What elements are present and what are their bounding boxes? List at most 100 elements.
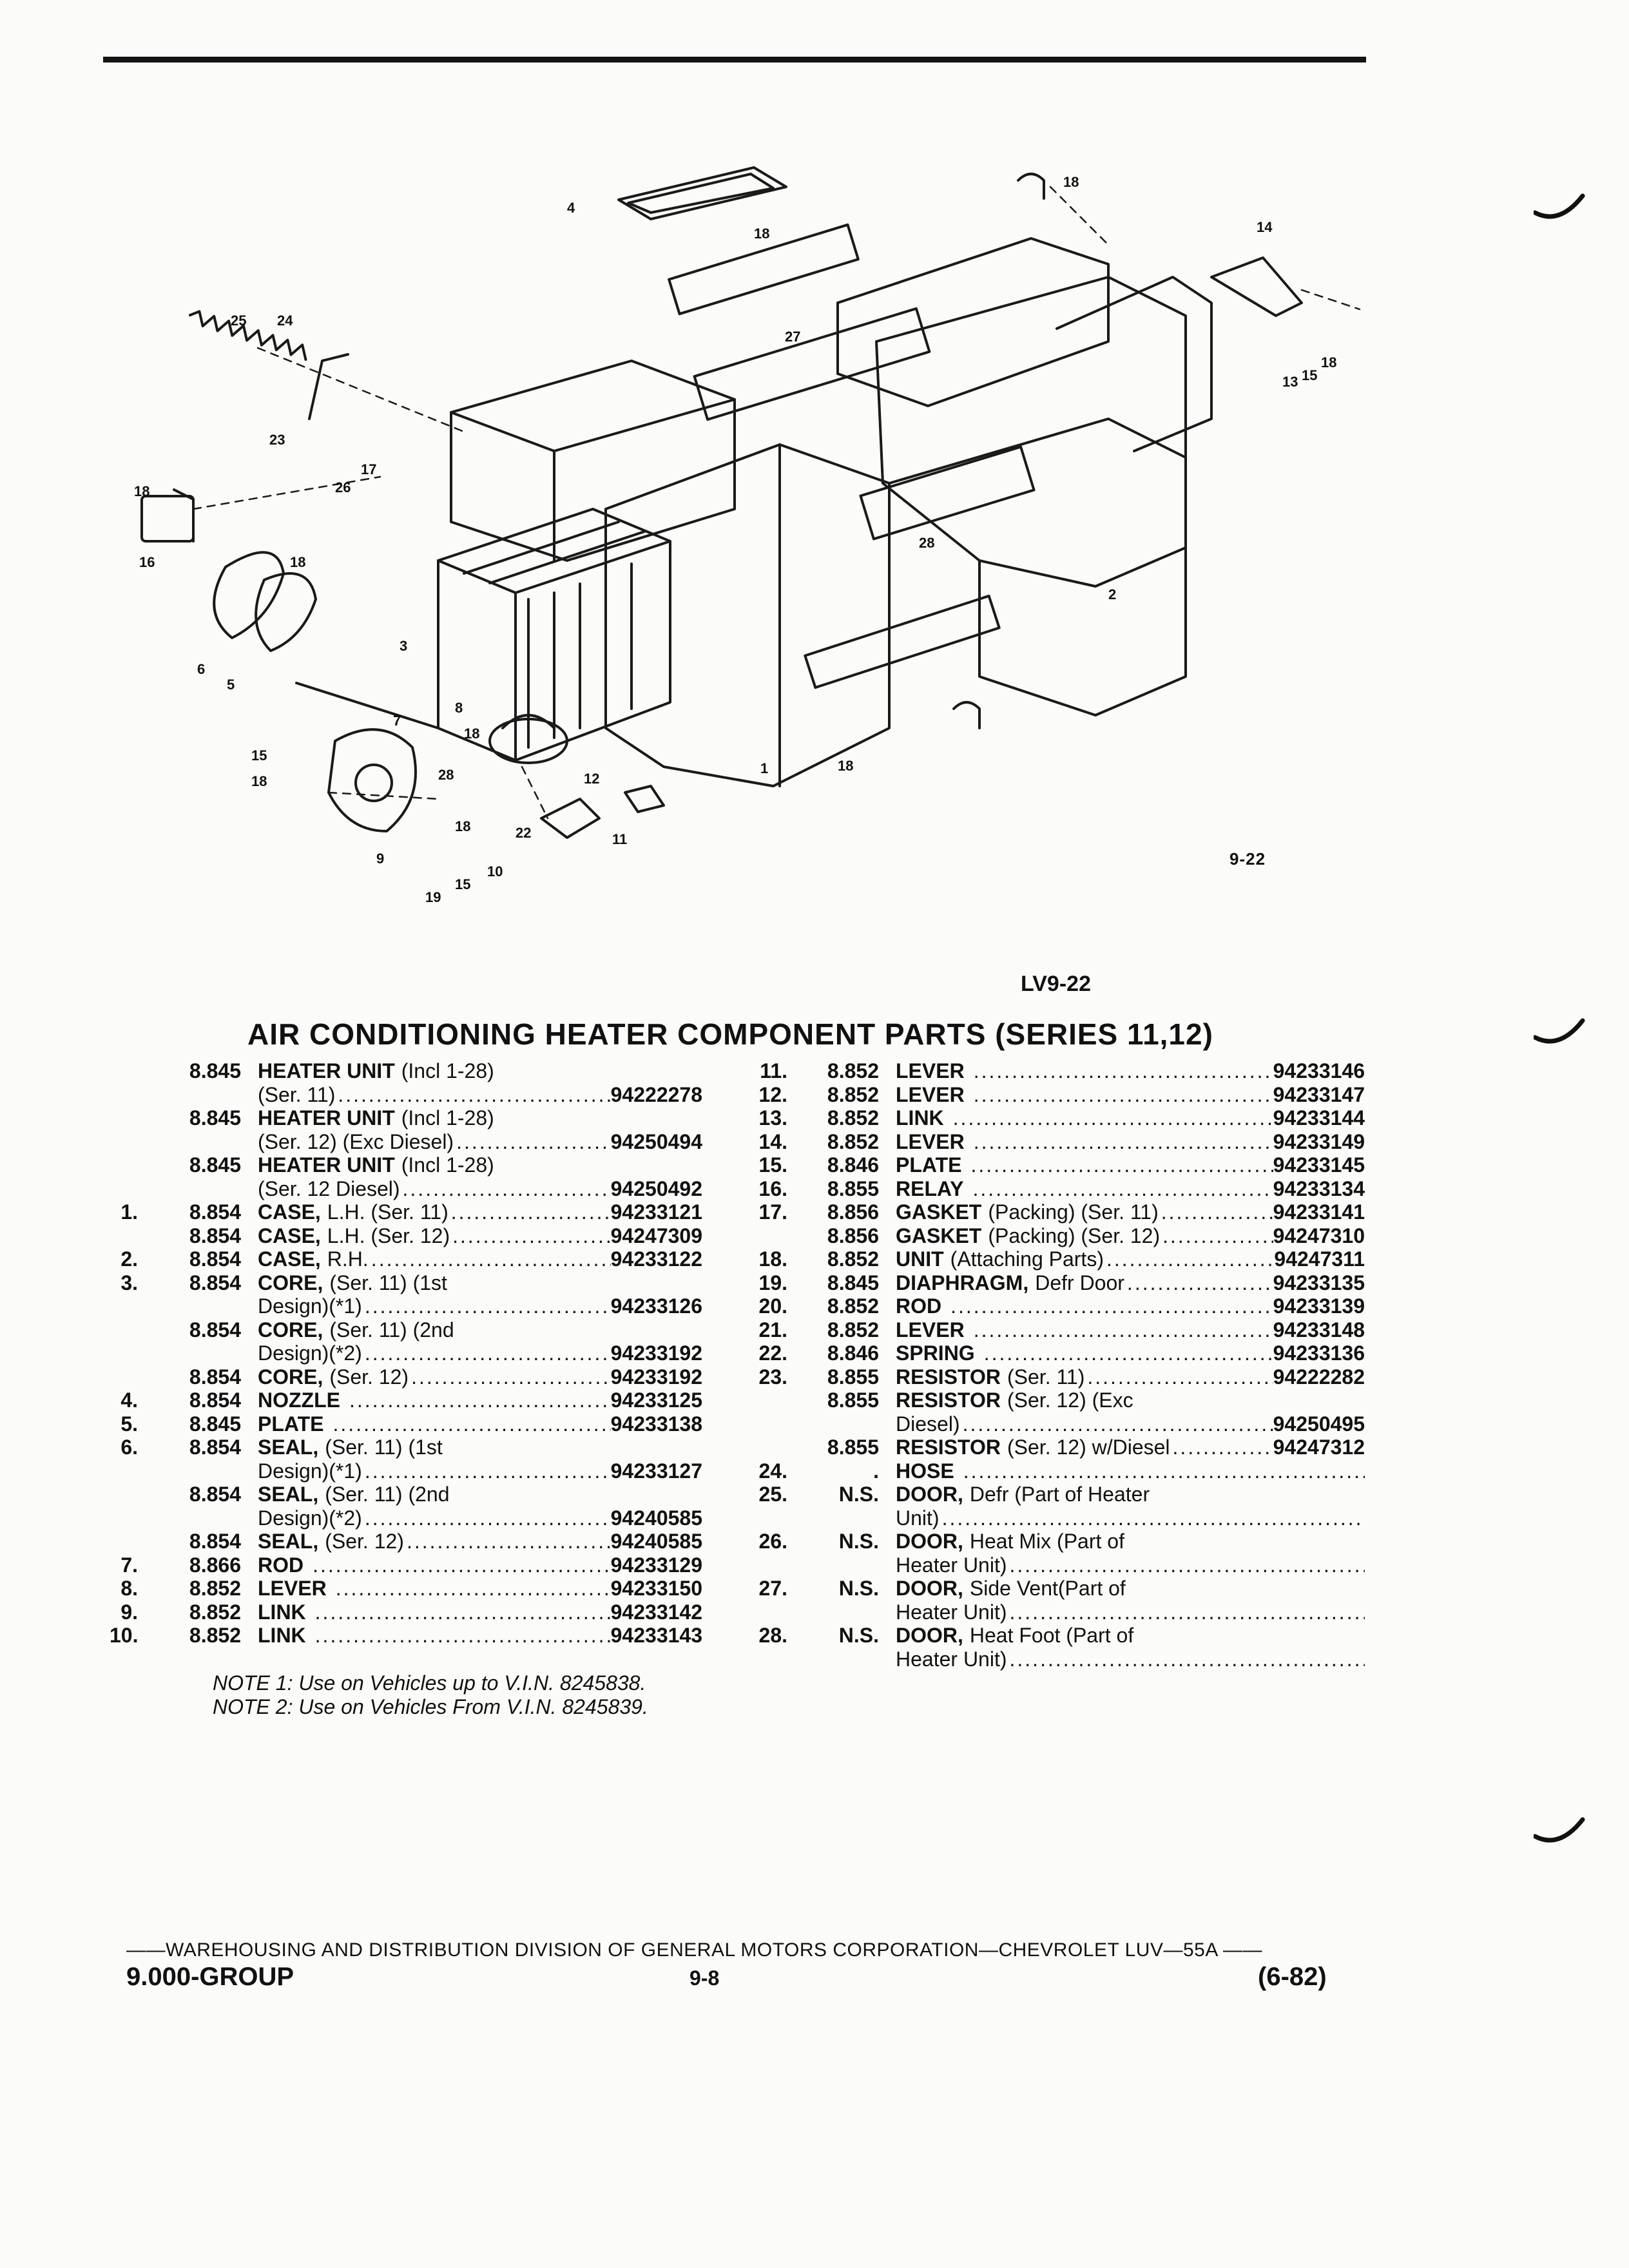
dot-leader <box>981 1341 1273 1365</box>
part-description: LEVER94233148 <box>896 1318 1365 1342</box>
parts-row: 27.N.S.DOOR,Side Vent(Part of <box>746 1577 1365 1600</box>
part-detail <box>964 1177 970 1201</box>
parts-row: 10.8.852LINK94233143 <box>110 1624 702 1648</box>
part-detail <box>304 1553 310 1577</box>
callout-21: 24 <box>277 312 293 329</box>
exploded-diagram: 4 18 18 14 25 24 27 13 15 18 23 17 18 26… <box>134 166 1361 905</box>
item-number: 8. <box>120 1577 138 1600</box>
part-detail: L.H. (Ser. 12) <box>327 1224 450 1247</box>
group-number: 8.852 <box>827 1129 879 1153</box>
group-number: 8.845 <box>827 1271 879 1294</box>
footer-group: 9.000-GROUP <box>126 1963 294 1991</box>
nozzle-shape <box>617 166 787 220</box>
note-2: NOTE 2: Use on Vehicles From V.I.N. 8245… <box>213 1695 648 1718</box>
part-number: 94233192 <box>610 1365 702 1389</box>
part-detail: Design)(*2) <box>258 1341 362 1365</box>
part-detail <box>962 1153 969 1177</box>
item-number: 18. <box>758 1247 787 1271</box>
part-description: RESISTOR(Ser. 12) (Exc <box>896 1389 1365 1412</box>
door-25-shape <box>668 223 860 316</box>
part-number: 94233192 <box>610 1341 702 1365</box>
item-number <box>110 1106 138 1130</box>
item-number: 14. <box>758 1129 787 1153</box>
item-number: 24. <box>758 1459 787 1483</box>
part-detail: (Ser. 12) w/Diesel <box>1007 1436 1170 1459</box>
lever-10-shape <box>540 798 601 839</box>
callout-6: 6 <box>197 661 205 677</box>
dot-leader <box>971 1318 1273 1342</box>
footer-page-number: 9-8 <box>689 1966 720 1990</box>
parts-row: Heater Unit) <box>746 1553 1365 1577</box>
item-number <box>110 1506 138 1530</box>
parts-row: (Ser. 12) (Exc Diesel)94250494 <box>110 1130 702 1154</box>
callout-18-a: 18 <box>1063 174 1079 190</box>
item-number: 23. <box>758 1365 787 1389</box>
part-description: SEAL,(Ser. 11) (1st <box>258 1436 702 1459</box>
part-description: HEATER UNIT(Incl 1-28) <box>258 1059 702 1083</box>
part-detail: Heat Foot (Part of <box>969 1624 1134 1647</box>
part-description: Heater Unit) <box>896 1648 1365 1671</box>
part-detail: (Ser. 12) (Exc Diesel) <box>258 1129 454 1153</box>
part-description: DOOR,Defr (Part of Heater <box>896 1483 1365 1506</box>
parts-row: Heater Unit) <box>746 1648 1365 1671</box>
parts-row: 22.8.846SPRING94233136 <box>746 1341 1365 1365</box>
item-number: 11. <box>760 1059 787 1082</box>
group-number: N.S. <box>838 1624 879 1647</box>
dot-leader <box>940 1506 1365 1530</box>
part-description: ROD94233129 <box>258 1553 702 1577</box>
part-detail: Defr (Part of Heater <box>969 1483 1150 1506</box>
rod-shape <box>295 682 439 729</box>
part-number: 94240585 <box>610 1530 702 1553</box>
item-number: 2. <box>120 1247 138 1271</box>
item-number <box>110 1459 138 1483</box>
part-number: 94233121 <box>610 1200 702 1224</box>
part-detail <box>944 1106 950 1130</box>
dot-leader <box>971 1130 1273 1154</box>
part-detail: Design)(*1) <box>258 1294 362 1318</box>
callout-24: 28 <box>438 767 454 783</box>
callout-10: 10 <box>487 863 503 879</box>
group-number: 8.852 <box>827 1082 879 1106</box>
part-number: 94233122 <box>610 1247 702 1271</box>
group-number: 8.845 <box>189 1059 241 1082</box>
parts-row: 8.8.852LEVER94233150 <box>110 1577 702 1600</box>
part-description: HEATER UNIT(Incl 1-28) <box>258 1153 702 1177</box>
callout-27: 28 <box>919 535 934 551</box>
item-number <box>110 1341 138 1365</box>
item-number <box>746 1224 787 1248</box>
part-description: GASKET(Packing) (Ser. 12)94247310 <box>896 1224 1365 1248</box>
part-name: CORE, <box>258 1318 323 1341</box>
callout-4: 4 <box>567 200 575 216</box>
group-number: 8.845 <box>189 1106 241 1129</box>
part-name: SEAL, <box>258 1483 319 1506</box>
item-number: 4. <box>120 1389 138 1412</box>
dot-leader <box>409 1365 611 1389</box>
callout-1: 1 <box>760 760 768 776</box>
part-description: DIAPHRAGM,Defr Door94233135 <box>896 1271 1365 1295</box>
part-name: RELAY <box>896 1177 964 1200</box>
parts-row: Heater Unit) <box>746 1600 1365 1624</box>
group-number: 8.854 <box>189 1530 241 1553</box>
dot-leader <box>448 1200 611 1224</box>
group-number: 8.852 <box>189 1600 241 1624</box>
part-number: 94233134 <box>1273 1177 1365 1200</box>
parts-row: 4.8.854NOZZLE94233125 <box>110 1389 702 1412</box>
parts-row: 24..HOSE <box>746 1459 1365 1483</box>
part-description: Design)(*2) 94233192 <box>258 1341 702 1365</box>
lever-11-shape <box>624 785 665 813</box>
spring-shape <box>188 310 307 361</box>
clip-18-shape <box>952 701 981 729</box>
group-number: 8.845 <box>189 1412 241 1436</box>
part-number: 94247309 <box>610 1224 702 1247</box>
part-description: Design)(*1)94233126 <box>258 1294 702 1318</box>
part-number: 94250495 <box>1273 1412 1365 1436</box>
callout-8: 8 <box>455 700 463 716</box>
parts-row: 21.8.852LEVER94233148 <box>746 1318 1365 1342</box>
part-detail: Heat Mix (Part of <box>969 1530 1124 1553</box>
dot-leader <box>313 1600 611 1624</box>
callout-16: 16 <box>139 554 155 570</box>
dot-leader <box>335 1083 610 1107</box>
